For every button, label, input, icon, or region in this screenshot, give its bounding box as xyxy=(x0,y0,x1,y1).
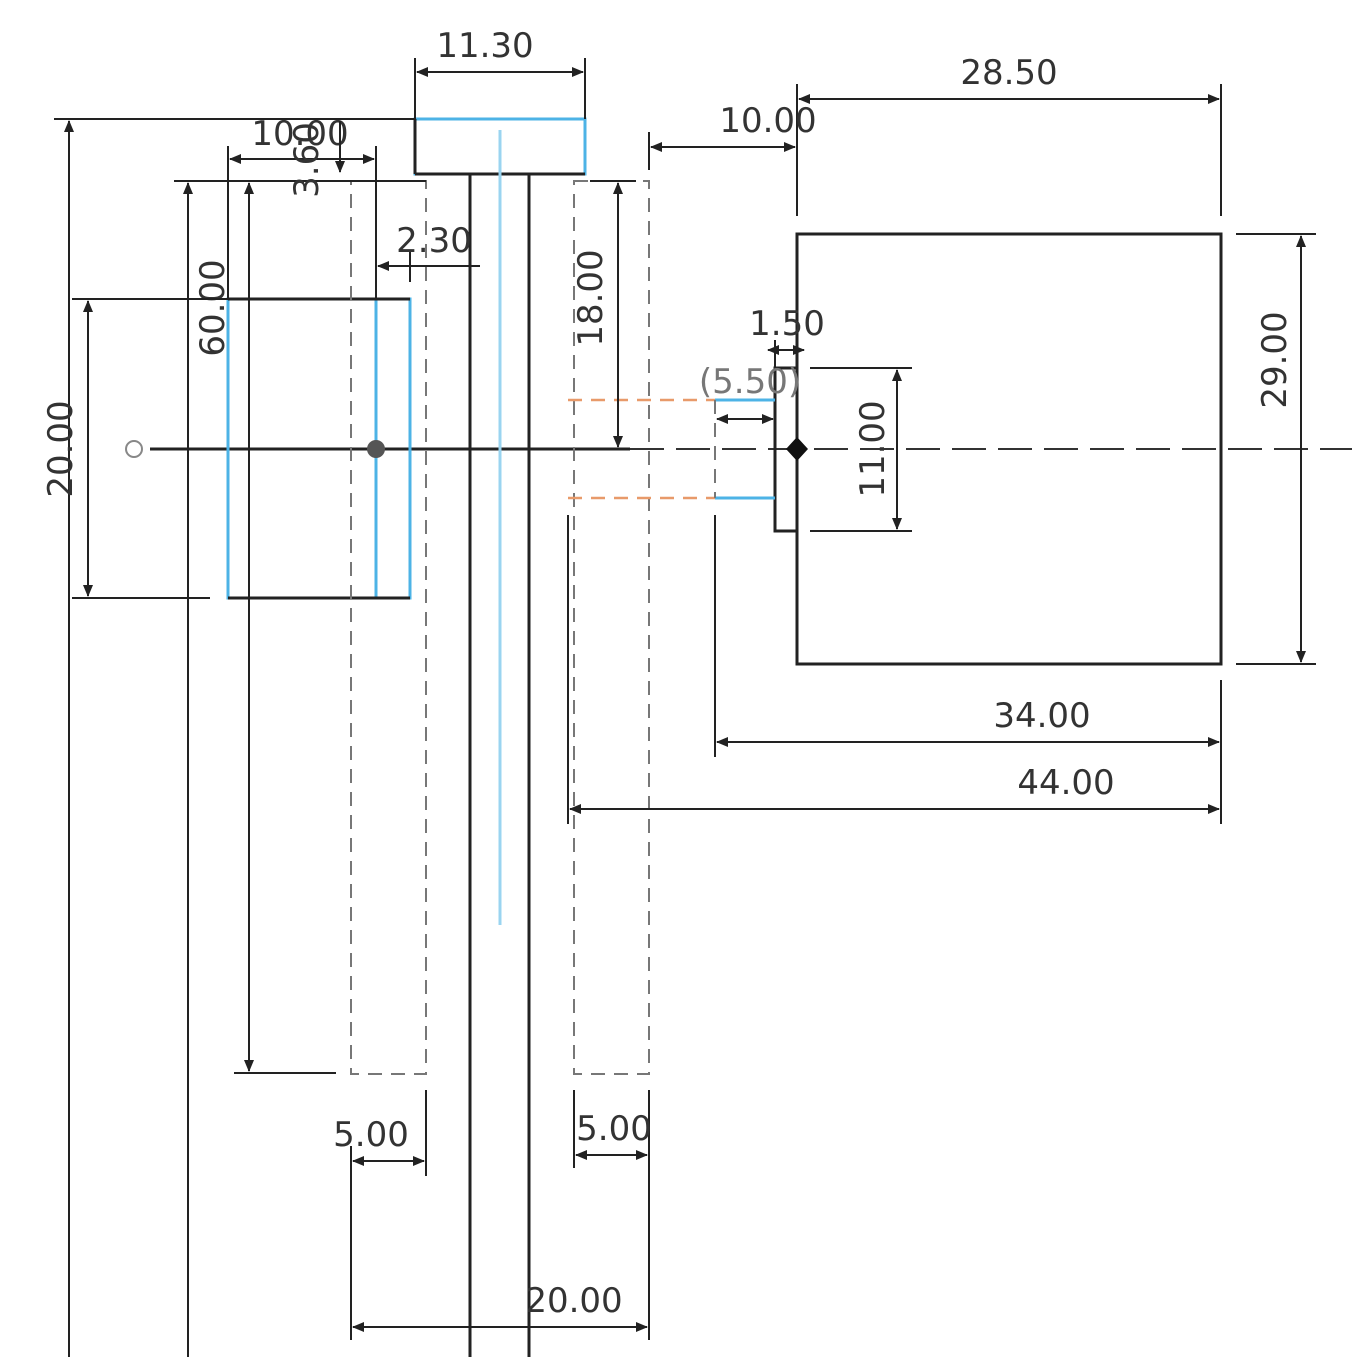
dim-11-30-label[interactable]: 11.30 xyxy=(436,26,533,66)
dim-44-00-label[interactable]: 44.00 xyxy=(1017,763,1114,803)
dim-5-00-right-label[interactable]: 5.00 xyxy=(576,1109,652,1149)
origin-point[interactable] xyxy=(125,440,143,458)
dim-10-00-left-label[interactable]: 10.00 xyxy=(251,114,348,154)
dim-20-00-bottom-label[interactable]: 20.00 xyxy=(525,1281,622,1321)
left-construction-rectangle[interactable] xyxy=(350,180,427,1075)
dim-1-50-label[interactable]: 1.50 xyxy=(749,304,825,344)
dim-20-00-left-label[interactable]: 20.00 xyxy=(41,400,81,497)
dim-10-00-top-label[interactable]: 10.00 xyxy=(719,101,816,141)
dim-3-60-label[interactable]: 3.60 xyxy=(287,122,327,198)
dim-34-00-label[interactable]: 34.00 xyxy=(993,696,1090,736)
midpoint-diamond[interactable] xyxy=(786,437,808,461)
dim-18-00-label[interactable]: 18.00 xyxy=(571,249,611,346)
left-center-point[interactable] xyxy=(367,440,385,458)
dim-60-00-label[interactable]: 60.00 xyxy=(193,259,233,356)
dim-29-00-label[interactable]: 29.00 xyxy=(1255,311,1295,408)
dim-5-00-left-label[interactable]: 5.00 xyxy=(333,1115,409,1155)
dim-28-50-label[interactable]: 28.50 xyxy=(960,53,1057,93)
dim-11-00-label[interactable]: 11.00 xyxy=(853,400,893,497)
dim-2-30-label[interactable]: 2.30 xyxy=(396,221,472,261)
dim-5-50-ref-label[interactable]: (5.50) xyxy=(699,362,801,402)
